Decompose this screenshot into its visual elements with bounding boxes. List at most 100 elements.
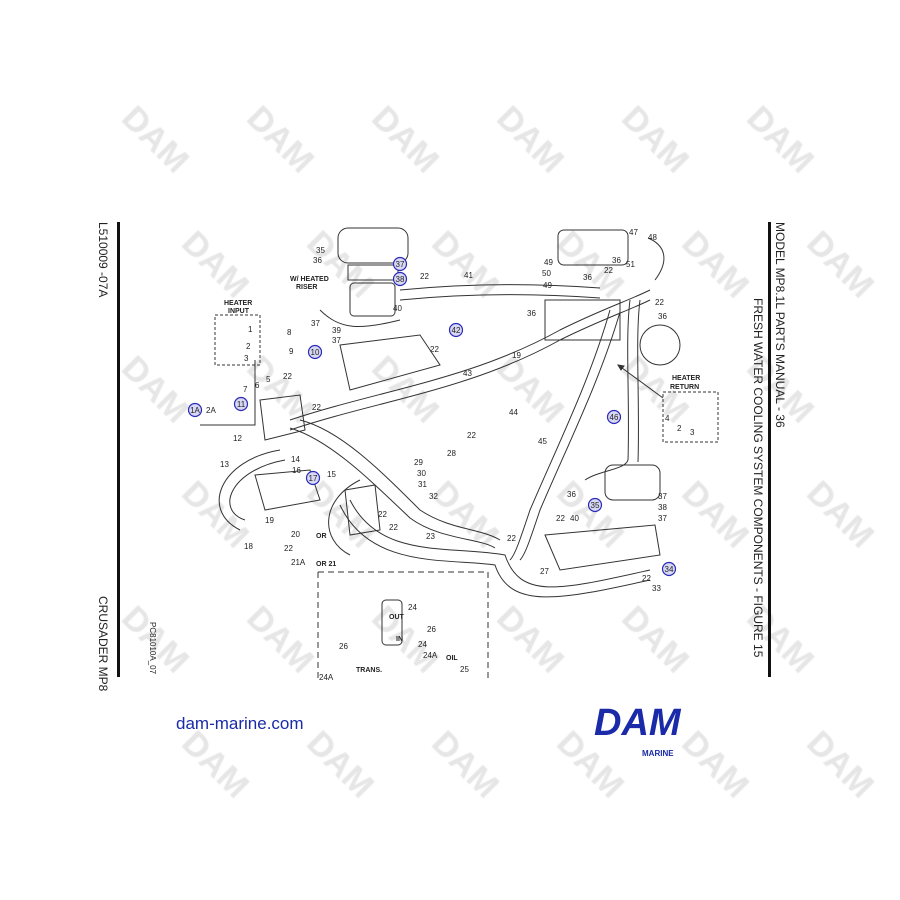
part-label: 35 [316,246,325,255]
heated-riser-heading-1: W/ HEATED [290,276,329,283]
part-label: 51 [626,260,635,269]
part-label: 37 [658,492,667,501]
part-label: 22 [420,272,429,281]
part-label: TRANS. [356,667,382,674]
part-label: 48 [648,233,657,242]
heater-input-heading-1: HEATER [224,300,252,307]
part-label: 14 [291,455,300,464]
part-label: 20 [291,530,300,539]
hose-48 [647,237,665,281]
heater-return-arrowhead [617,364,625,371]
part-label: 40 [393,304,402,313]
part-label: 31 [418,480,427,489]
logo-subtext: MARINE [642,749,674,758]
callout-number: 38 [396,275,405,284]
riser-upper [337,227,409,264]
part-label: 3 [244,354,249,363]
hose-23-inner [339,504,651,598]
part-label: 26 [339,642,348,651]
part-label: 36 [313,256,322,265]
callout-number: 37 [396,260,405,269]
part-label: 43 [463,369,472,378]
heater-return-heading-1: HEATER [672,375,700,382]
part-label: 19 [265,516,274,525]
callout-number: 17 [309,474,318,483]
part-label: 37 [311,319,320,328]
callout-number: 35 [591,501,600,510]
callout-42: 42 [448,322,464,338]
part-label: 23 [426,532,435,541]
part-label: 22 [312,403,321,412]
part-label: 3 [690,428,695,437]
heater-return-heading-2: RETURN [670,384,699,391]
callout-34: 34 [661,561,677,577]
hose-32 [299,419,501,541]
part-label: 19 [512,351,521,360]
part-label: 13 [220,460,229,469]
part-label: OR 21 [316,561,336,568]
part-label: 22 [655,298,664,307]
part-label: OR [316,533,327,540]
exhaust-manifold-right [544,524,661,571]
riser-lower [349,282,396,317]
heater-input-line [200,360,256,426]
part-label: 47 [629,228,638,237]
callout-10: 10 [307,344,323,360]
seawater-pump [344,484,381,536]
website-link[interactable]: dam-marine.com [176,714,304,733]
part-label: 22 [378,510,387,519]
hose-41-inner [399,294,601,301]
part-label: 49 [544,258,553,267]
part-label: 12 [233,434,242,443]
heater-input-heading-2: INPUT [228,308,250,315]
part-label: OIL [446,655,458,662]
part-label: 18 [244,542,253,551]
callout-11: 11 [233,396,249,412]
part-label: 2A [206,406,216,415]
part-label: 29 [414,458,423,467]
part-label: 8 [287,328,292,337]
hose-21 [328,479,361,556]
logo-text: DAM [594,704,682,744]
coolant-reservoir [557,229,629,266]
part-label: 24A [423,651,438,660]
part-label: 30 [417,469,426,478]
part-label: 39 [332,326,341,335]
part-label: 1 [248,325,253,334]
part-label: 33 [652,584,661,593]
heat-exchanger [544,299,621,341]
callout-number: 34 [665,565,674,574]
cooler-option-box [317,571,489,678]
part-label: 22 [642,574,651,583]
part-label: 4 [665,414,670,423]
hose-41 [399,284,601,291]
exhaust-manifold-left [339,334,441,391]
dam-marine-logo: DAM MARINE [594,702,719,765]
callout-number: 10 [311,348,320,357]
thermostat-housing [259,394,306,441]
part-label: 36 [527,309,536,318]
hose-32-inner [289,427,496,549]
callout-1a: 1A [187,402,203,418]
part-label: 28 [447,449,456,458]
part-label: 36 [583,273,592,282]
part-label: 40 [570,514,579,523]
hose-23 [349,499,651,588]
heater-return-box [662,391,719,443]
part-label: 36 [658,312,667,321]
callout-17: 17 [305,470,321,486]
hose-18 [218,449,281,531]
hose-18-inner [229,459,286,521]
part-label: 41 [464,271,473,280]
part-label: 26 [427,625,436,634]
part-label: 6 [255,381,260,390]
callout-number: 1A [190,406,200,415]
heater-input-box [214,314,261,366]
part-label: 22 [604,266,613,275]
part-label: 22 [389,523,398,532]
part-label: 22 [556,514,565,523]
part-label: 27 [540,567,549,576]
left-rule [117,222,120,677]
fluid-cooler [381,599,403,646]
